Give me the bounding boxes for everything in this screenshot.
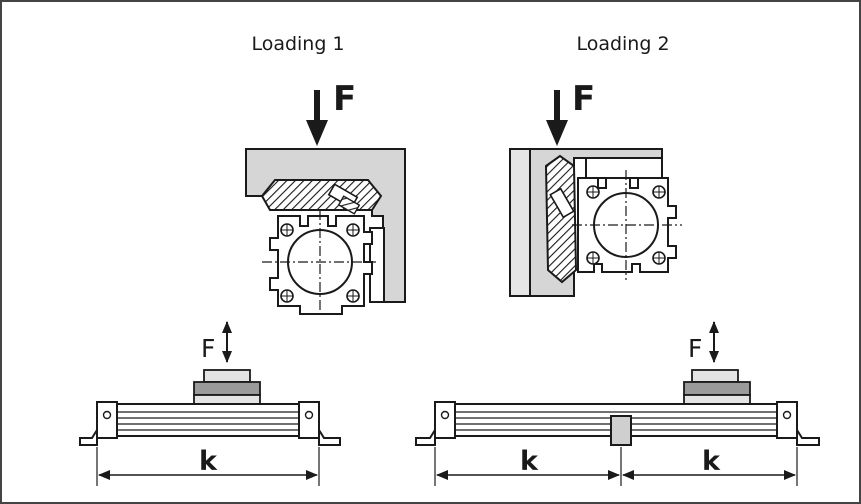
top-guide (585, 157, 663, 179)
guide-wedge (260, 179, 383, 211)
guide-wedge-vertical (544, 154, 578, 284)
force-arrow-top-1 (306, 90, 328, 146)
carriage-2 (683, 381, 751, 396)
loading-2-cross-section: F (509, 79, 682, 297)
force-label-bottom-2: F (688, 334, 702, 363)
force-label-bottom-1: F (201, 334, 215, 363)
span-label-mid: k (520, 446, 539, 477)
bottom-left-axis: F k (79, 321, 341, 486)
force-label-top-2: F (572, 79, 595, 119)
force-arrow-top-2 (546, 90, 568, 146)
loading-2-title: Loading 2 (576, 33, 669, 55)
middle-support (610, 415, 632, 446)
span-label-right: k (702, 446, 721, 477)
loading-1-title: Loading 1 (251, 33, 344, 55)
rail-1 (116, 403, 300, 437)
carriage-1 (193, 381, 261, 396)
span-label-left: k (199, 446, 218, 477)
bottom-right-axis: F k k (415, 321, 820, 486)
loading-1-cross-section: F (245, 79, 406, 318)
force-label-top-1: F (333, 79, 356, 119)
